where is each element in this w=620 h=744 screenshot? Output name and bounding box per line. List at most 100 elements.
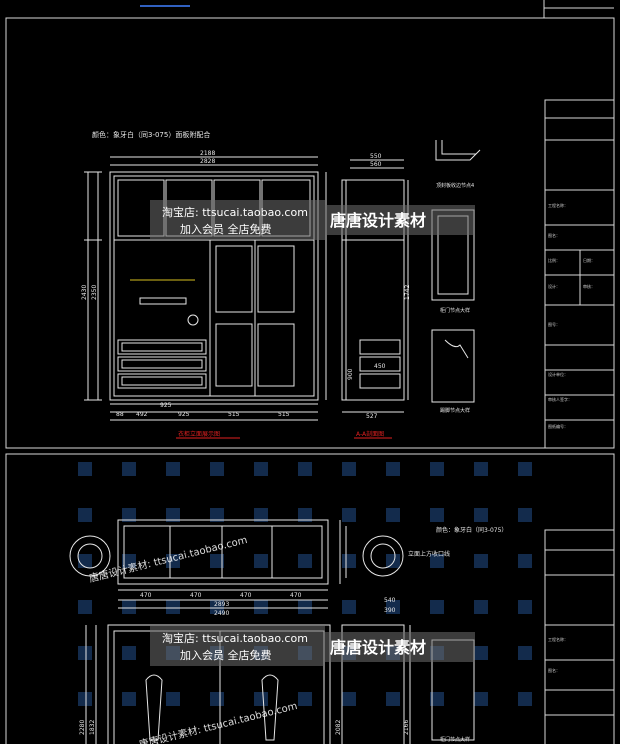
logo-tile-icon	[78, 600, 92, 614]
tb1-row-0: 工程名称：	[548, 202, 568, 208]
logo-tile-icon	[342, 600, 356, 614]
logo-tile-icon	[78, 554, 92, 568]
logo-tile-icon	[254, 600, 268, 614]
side-dim-0: 550	[370, 153, 382, 160]
logo-tile-icon	[474, 600, 488, 614]
h2-dim-0: 2280	[79, 720, 86, 735]
sheet2-detail-label: 柜门节点大样	[440, 736, 470, 743]
logo-tile-icon	[518, 554, 532, 568]
watermark-1-brand: 唐唐设计素材	[330, 211, 426, 230]
logo-tile-icon	[342, 462, 356, 476]
logo-tile-icon	[254, 508, 268, 522]
logo-tile-icon	[430, 554, 444, 568]
logo-tile-icon	[386, 692, 400, 706]
side-dim-1: 560	[370, 161, 382, 168]
side-dim-4: 527	[366, 413, 378, 420]
tb1-row-5: 审核：	[583, 283, 595, 289]
logo-tile-icon	[78, 508, 92, 522]
lower-elevation-dims: 2280 1832 2082 2166 柜门节点大样	[79, 720, 470, 743]
logo-tile-icon	[78, 646, 92, 660]
logo-tile-icon	[474, 554, 488, 568]
logo-tile-icon	[342, 508, 356, 522]
tb2-row-0: 工程名称：	[548, 636, 568, 642]
dim-overall-width-inner: 2828	[200, 158, 215, 165]
plan-dims: 470 470 470 470 2893 2490 颜色：象牙白（同3-075）…	[140, 526, 507, 617]
logo-tile-icon	[474, 646, 488, 660]
tb1-row-2: 比例：	[548, 257, 560, 263]
watermark-2-brand: 唐唐设计素材	[330, 638, 426, 657]
sheet-1	[5, 0, 615, 449]
logo-tile-icon	[254, 692, 268, 706]
logo-tile-icon	[122, 692, 136, 706]
watermark-2-line2: 加入会员 全店免费	[180, 648, 272, 662]
tb1-row-9: 图纸编号：	[548, 423, 568, 429]
tb1-row-8: 审核人签字：	[548, 396, 572, 402]
h2-dim-3: 2166	[403, 720, 410, 735]
logo-tile-icon	[166, 462, 180, 476]
logo-tile-icon	[518, 600, 532, 614]
dim-w-2: 925	[178, 411, 190, 418]
tb1-row-7: 设计单位：	[548, 371, 568, 377]
logo-tile-icon	[430, 508, 444, 522]
logo-tile-icon	[430, 462, 444, 476]
logo-tile-icon	[518, 692, 532, 706]
sheet-2	[5, 453, 615, 744]
logo-tile-icon	[254, 462, 268, 476]
plan-dim-1: 470	[190, 592, 202, 599]
logo-tile-icon	[342, 554, 356, 568]
wardrobe-lower-elevation	[85, 624, 475, 744]
title-block-2	[544, 529, 615, 744]
plan-dim-mid-0: 2893	[214, 601, 229, 608]
logo-tile-icon	[122, 508, 136, 522]
detail-labels-1: 顶封板收边节点4 柜门节点大样 踢脚节点大样	[436, 182, 474, 414]
logo-tile-icon	[298, 692, 312, 706]
wardrobe-plan-view	[69, 519, 404, 609]
view-labels-1: 衣柜立面展示图 A-A剖面图	[176, 430, 392, 439]
tb1-row-6: 图号：	[548, 321, 560, 327]
plan-dim-0: 470	[140, 592, 152, 599]
tb2-row-1: 图名：	[548, 667, 560, 673]
h2-dim-2: 2082	[335, 720, 342, 735]
side2-dim-1: 390	[384, 607, 396, 614]
logo-tile-icon	[122, 646, 136, 660]
h2-dim-1: 1832	[89, 720, 96, 735]
logo-tile-icon	[386, 600, 400, 614]
wardrobe-front-elevation: 颜色：象牙白（同3-075）面板附配合 2188 2828	[84, 130, 327, 421]
logo-tile-icon	[474, 508, 488, 522]
logo-tile-icon	[166, 508, 180, 522]
logo-tile-icon	[210, 600, 224, 614]
logo-tile-icon	[342, 692, 356, 706]
logo-tile-icon	[298, 554, 312, 568]
dim-height-inner: 2350	[91, 285, 98, 300]
logo-tile-icon	[518, 462, 532, 476]
logo-tile-icon	[430, 692, 444, 706]
diagonal-watermark: 唐唐设计素材: ttsucai.taobao.com	[88, 533, 249, 585]
sheet2-title-note: 颜色：象牙白（同3-075）	[436, 526, 507, 534]
plan-dim-mid-1: 2490	[214, 610, 229, 617]
logo-tile-icon	[210, 554, 224, 568]
logo-tile-icon	[430, 600, 444, 614]
side-dim-2: 900	[347, 368, 354, 380]
detail-label-top: 顶封板收边节点4	[436, 182, 474, 189]
logo-tile-icon	[210, 508, 224, 522]
dim-height-total: 2430	[81, 285, 88, 300]
watermark-1-line1: 淘宝店: ttsucai.taobao.com	[162, 205, 308, 219]
logo-tile-icon	[122, 600, 136, 614]
label-side-view: A-A剖面图	[356, 430, 384, 438]
title-block-2-text: 工程名称： 图名：	[548, 636, 568, 673]
label-front-view: 衣柜立面展示图	[178, 430, 220, 438]
side-dim-3: 450	[374, 363, 386, 370]
dim-bottom-total: 925	[160, 402, 172, 409]
logo-tile-icon	[122, 462, 136, 476]
logo-tile-icon	[254, 554, 268, 568]
watermark-1-line2: 加入会员 全店免费	[180, 222, 272, 236]
detail-label-mid: 柜门节点大样	[440, 307, 470, 314]
dim-w-3: 515	[228, 411, 240, 418]
watermark-banner-1: 淘宝店: ttsucai.taobao.com 加入会员 全店免费 唐唐设计素材	[150, 200, 475, 240]
plan-dim-2: 470	[240, 592, 252, 599]
detail-label-bottom: 踢脚节点大样	[440, 407, 470, 414]
dim-overall-width: 2188	[200, 150, 215, 157]
logo-tile-icon	[298, 508, 312, 522]
logo-tile-icon	[78, 692, 92, 706]
